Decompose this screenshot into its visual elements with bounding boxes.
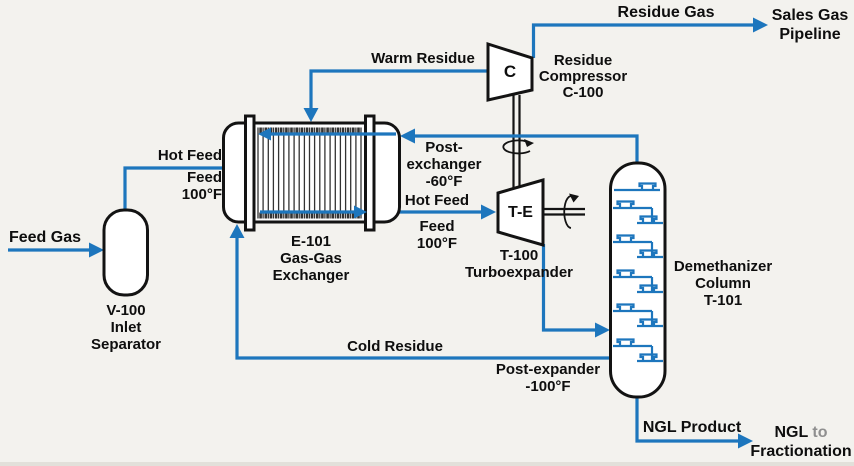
cold-residue-arrow-icon bbox=[229, 224, 245, 238]
post-exchanger-label: Post- exchanger -60°F bbox=[406, 139, 482, 190]
post-exchanger-line bbox=[414, 134, 639, 162]
compressor-symbol bbox=[486, 41, 534, 102]
turboexpander-label: T-100 Turboexpander bbox=[454, 247, 584, 281]
rotation-icon-stub bbox=[563, 193, 579, 229]
exchanger-tag: E-101 bbox=[290, 233, 332, 250]
scan-edge-shade bbox=[0, 462, 854, 466]
warm-residue-label: Warm Residue bbox=[371, 50, 475, 67]
ngl-product-arrow-icon bbox=[738, 433, 753, 449]
ngl-product-label: NGL Product bbox=[642, 419, 742, 436]
column-symbol bbox=[609, 161, 667, 399]
feed-temp-left-label: Feed 100°F bbox=[181, 169, 222, 203]
exchanger-tubesheet-left bbox=[244, 114, 256, 232]
compressor-label: Residue Compressor C-100 bbox=[527, 53, 639, 101]
ngl-destination-label: NGL to Fractionation bbox=[750, 424, 852, 460]
cold-residue-label: Cold Residue bbox=[347, 338, 443, 355]
expander-inlet-arrow-icon bbox=[481, 204, 496, 220]
compressor-tag: C-100 bbox=[562, 84, 604, 101]
column-tag: T-101 bbox=[703, 292, 743, 309]
separator-symbol bbox=[102, 208, 149, 297]
exchanger-tubesheet-right bbox=[364, 114, 376, 232]
compressor-letter: C bbox=[503, 62, 517, 81]
column-trays bbox=[613, 182, 663, 363]
sales-gas-label: Sales Gas Pipeline bbox=[771, 7, 849, 43]
expander-outlet-line bbox=[541, 244, 597, 332]
residue-gas-line bbox=[531, 23, 754, 58]
rotation-icon-shaft bbox=[502, 139, 534, 155]
exchanger-symbol bbox=[222, 114, 401, 232]
ngl-product-line bbox=[635, 395, 740, 443]
column-label: Demethanizer Column T-101 bbox=[666, 258, 780, 309]
post-exchanger-arrow-icon bbox=[400, 128, 415, 144]
exchanger-tubes bbox=[257, 127, 362, 219]
cold-residue-line bbox=[235, 238, 611, 360]
separator-label: V-100 Inlet Separator bbox=[74, 302, 178, 353]
hot-feed-right-label: Hot Feed bbox=[404, 192, 470, 209]
residue-gas-arrow-icon bbox=[753, 17, 768, 33]
post-expander-label: Post-expander -100°F bbox=[495, 361, 601, 395]
turboexpander-tag: T-100 bbox=[499, 247, 539, 264]
feed-gas-label: Feed Gas bbox=[8, 229, 82, 246]
turboexpander-symbol bbox=[496, 178, 585, 247]
expander-outlet-arrow-icon bbox=[595, 322, 610, 338]
stream-lines bbox=[8, 17, 768, 449]
separator-tag: V-100 bbox=[106, 302, 146, 319]
feed-temp-right-label: Feed 100°F bbox=[416, 218, 458, 252]
residue-gas-label: Residue Gas bbox=[617, 4, 715, 21]
hot-feed-left-label: Hot Feed bbox=[157, 147, 222, 164]
exchanger-top-pass-arrow-icon bbox=[258, 127, 271, 141]
ngl-to-word: to bbox=[812, 424, 828, 441]
feed-gas-arrow-icon bbox=[89, 242, 104, 258]
exchanger-bottom-pass-arrow-icon bbox=[354, 205, 367, 219]
turboexpander-letter: T-E bbox=[508, 204, 533, 221]
exchanger-label: E-101 Gas-Gas Exchanger bbox=[259, 233, 363, 284]
hot-feed-line bbox=[123, 166, 223, 210]
warm-residue-arrow-icon bbox=[303, 108, 319, 122]
warm-residue-line bbox=[309, 69, 487, 110]
